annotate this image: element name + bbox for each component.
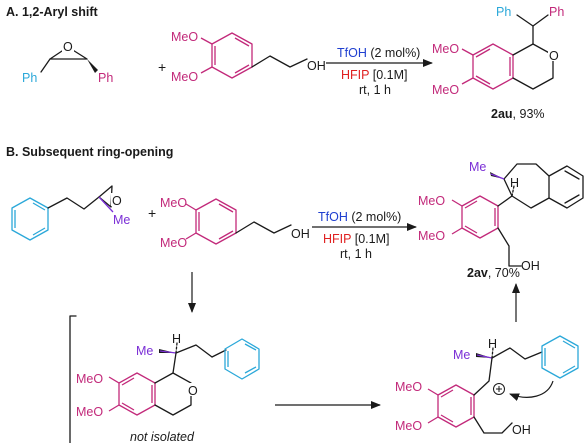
methoxy-bottom: MeO [171,70,198,84]
phenyl-right-label: Ph [549,5,564,19]
methoxy-top: MeO [395,380,422,394]
methoxy-top: MeO [160,196,187,210]
methoxy-top: MeO [76,372,103,386]
methoxy-top: MeO [432,42,459,56]
methoxy-top: MeO [418,194,445,208]
epoxide-oxygen: O [112,194,122,208]
diphenyl-epoxide: O Ph Ph [22,40,113,85]
methoxy-bottom: MeO [395,419,422,433]
hydroxyl-label: OH [307,59,326,73]
methoxy-bottom: MeO [76,405,103,419]
methyl-label: Me [136,344,153,358]
ring-oxygen: O [188,384,198,398]
methyl-label: Me [453,348,470,362]
yield: , 93% [513,107,545,121]
catalyst-label: TfOH [318,210,348,224]
hydroxyl-label: OH [291,227,310,241]
epoxide-oxygen: O [63,40,73,54]
hydroxyl-label: OH [512,423,531,437]
solvent-concentration: [0.1M] [355,232,390,246]
svg-text:HFIP [0.1M]: HFIP [0.1M] [341,68,407,82]
homoveratryl-alcohol-b: MeO MeO OH [160,196,310,250]
methoxy-bottom: MeO [432,83,459,97]
plus-sign-a: + [158,59,166,75]
intermediate-bracket [69,315,77,443]
svg-text:2av, 70%: 2av, 70% [467,266,520,280]
stereo-h-label: H [510,176,519,190]
methyl-label: Me [113,213,130,227]
svg-text:TfOH (2 mol%): TfOH (2 mol%) [337,46,420,60]
plus-sign-b: + [148,205,156,221]
phenethyl-epoxide: O Me [11,185,130,241]
conditions-time: rt, 1 h [340,247,372,261]
benzylic-cation: + H Me MeO MeO OH [395,335,579,437]
product-2au: O Ph Ph MeO MeO 2au, 93% [432,5,564,121]
compound-number: 2av [467,266,488,280]
methyl-label: Me [469,160,486,174]
methoxy-top: MeO [171,30,198,44]
svg-text:2au, 93%: 2au, 93% [491,107,545,121]
product-2av: H Me MeO MeO OH 2av, 70% [418,160,584,280]
svg-text:HFIP [0.1M]: HFIP [0.1M] [323,232,389,246]
catalyst-amount: (2 mol%) [351,210,401,224]
phenyl-left-label: Ph [496,5,511,19]
reaction-arrow-b: TfOH (2 mol%) HFIP [0.1M] rt, 1 h [312,210,417,261]
conditions-time: rt, 1 h [359,83,391,97]
ring-oxygen: O [549,49,559,63]
not-isolated-note: not isolated [130,430,195,443]
stereo-h-label: H [488,337,497,351]
phenyl-right-label: Ph [98,71,113,85]
section-a-title: A. 1,2-Aryl shift [6,5,99,19]
svg-text:TfOH (2 mol%): TfOH (2 mol%) [318,210,401,224]
compound-number: 2au [491,107,513,121]
catalyst-label: TfOH [337,46,367,60]
intermediate-isochroman: O H Me MeO MeO not isolated [76,332,260,443]
yield: , 70% [488,266,520,280]
methoxy-bottom: MeO [418,229,445,243]
catalyst-amount: (2 mol%) [370,46,420,60]
reaction-arrow-a: TfOH (2 mol%) HFIP [0.1M] rt, 1 h [326,46,433,97]
phenyl-left-label: Ph [22,71,37,85]
stereo-h-label: H [172,332,181,346]
solvent-label: HFIP [341,68,369,82]
homoveratryl-alcohol-a: MeO MeO OH [171,30,326,84]
methoxy-bottom: MeO [160,236,187,250]
hydroxyl-label: OH [521,259,540,273]
solvent-concentration: [0.1M] [373,68,408,82]
solvent-label: HFIP [323,232,351,246]
section-b-title: B. Subsequent ring-opening [6,145,173,159]
